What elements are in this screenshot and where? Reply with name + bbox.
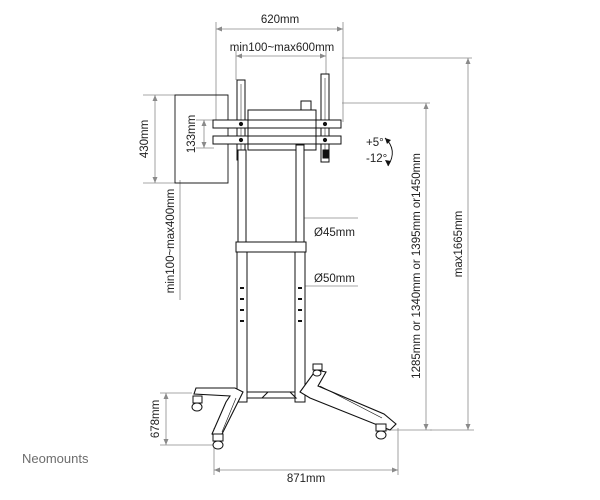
mount-heights-label: 1285mm or 1340mm or 1395mm or1450mm <box>411 153 423 379</box>
tilt-arrowhead-bottom <box>385 160 391 166</box>
width-top-label: 620mm <box>261 14 299 26</box>
stand-columns <box>235 144 307 403</box>
stand-casters <box>191 363 387 450</box>
max-height-label: max1665mm <box>453 211 465 277</box>
upper-tube-diameter-label: Ø45mm <box>314 227 355 239</box>
lower-tube-diameter-label: Ø50mm <box>314 273 355 285</box>
brand-logo-text: Neomounts <box>22 451 89 466</box>
tilt-arrowhead-top <box>385 138 391 144</box>
base-width-label: 871mm <box>287 473 325 485</box>
dimension-arrowheads <box>152 26 471 473</box>
tilt-up-label: +5° <box>366 137 384 149</box>
bracket-height-label: 133mm <box>186 115 198 153</box>
panel-height-label: 430mm <box>139 120 151 158</box>
base-depth-label: 678mm <box>150 400 162 438</box>
tilt-down-label: -12° <box>366 153 387 165</box>
vesa-vertical-label: min100~max400mm <box>165 189 177 294</box>
vesa-horizontal-label: min100~max600mm <box>230 42 335 54</box>
tv-bracket <box>212 73 342 163</box>
